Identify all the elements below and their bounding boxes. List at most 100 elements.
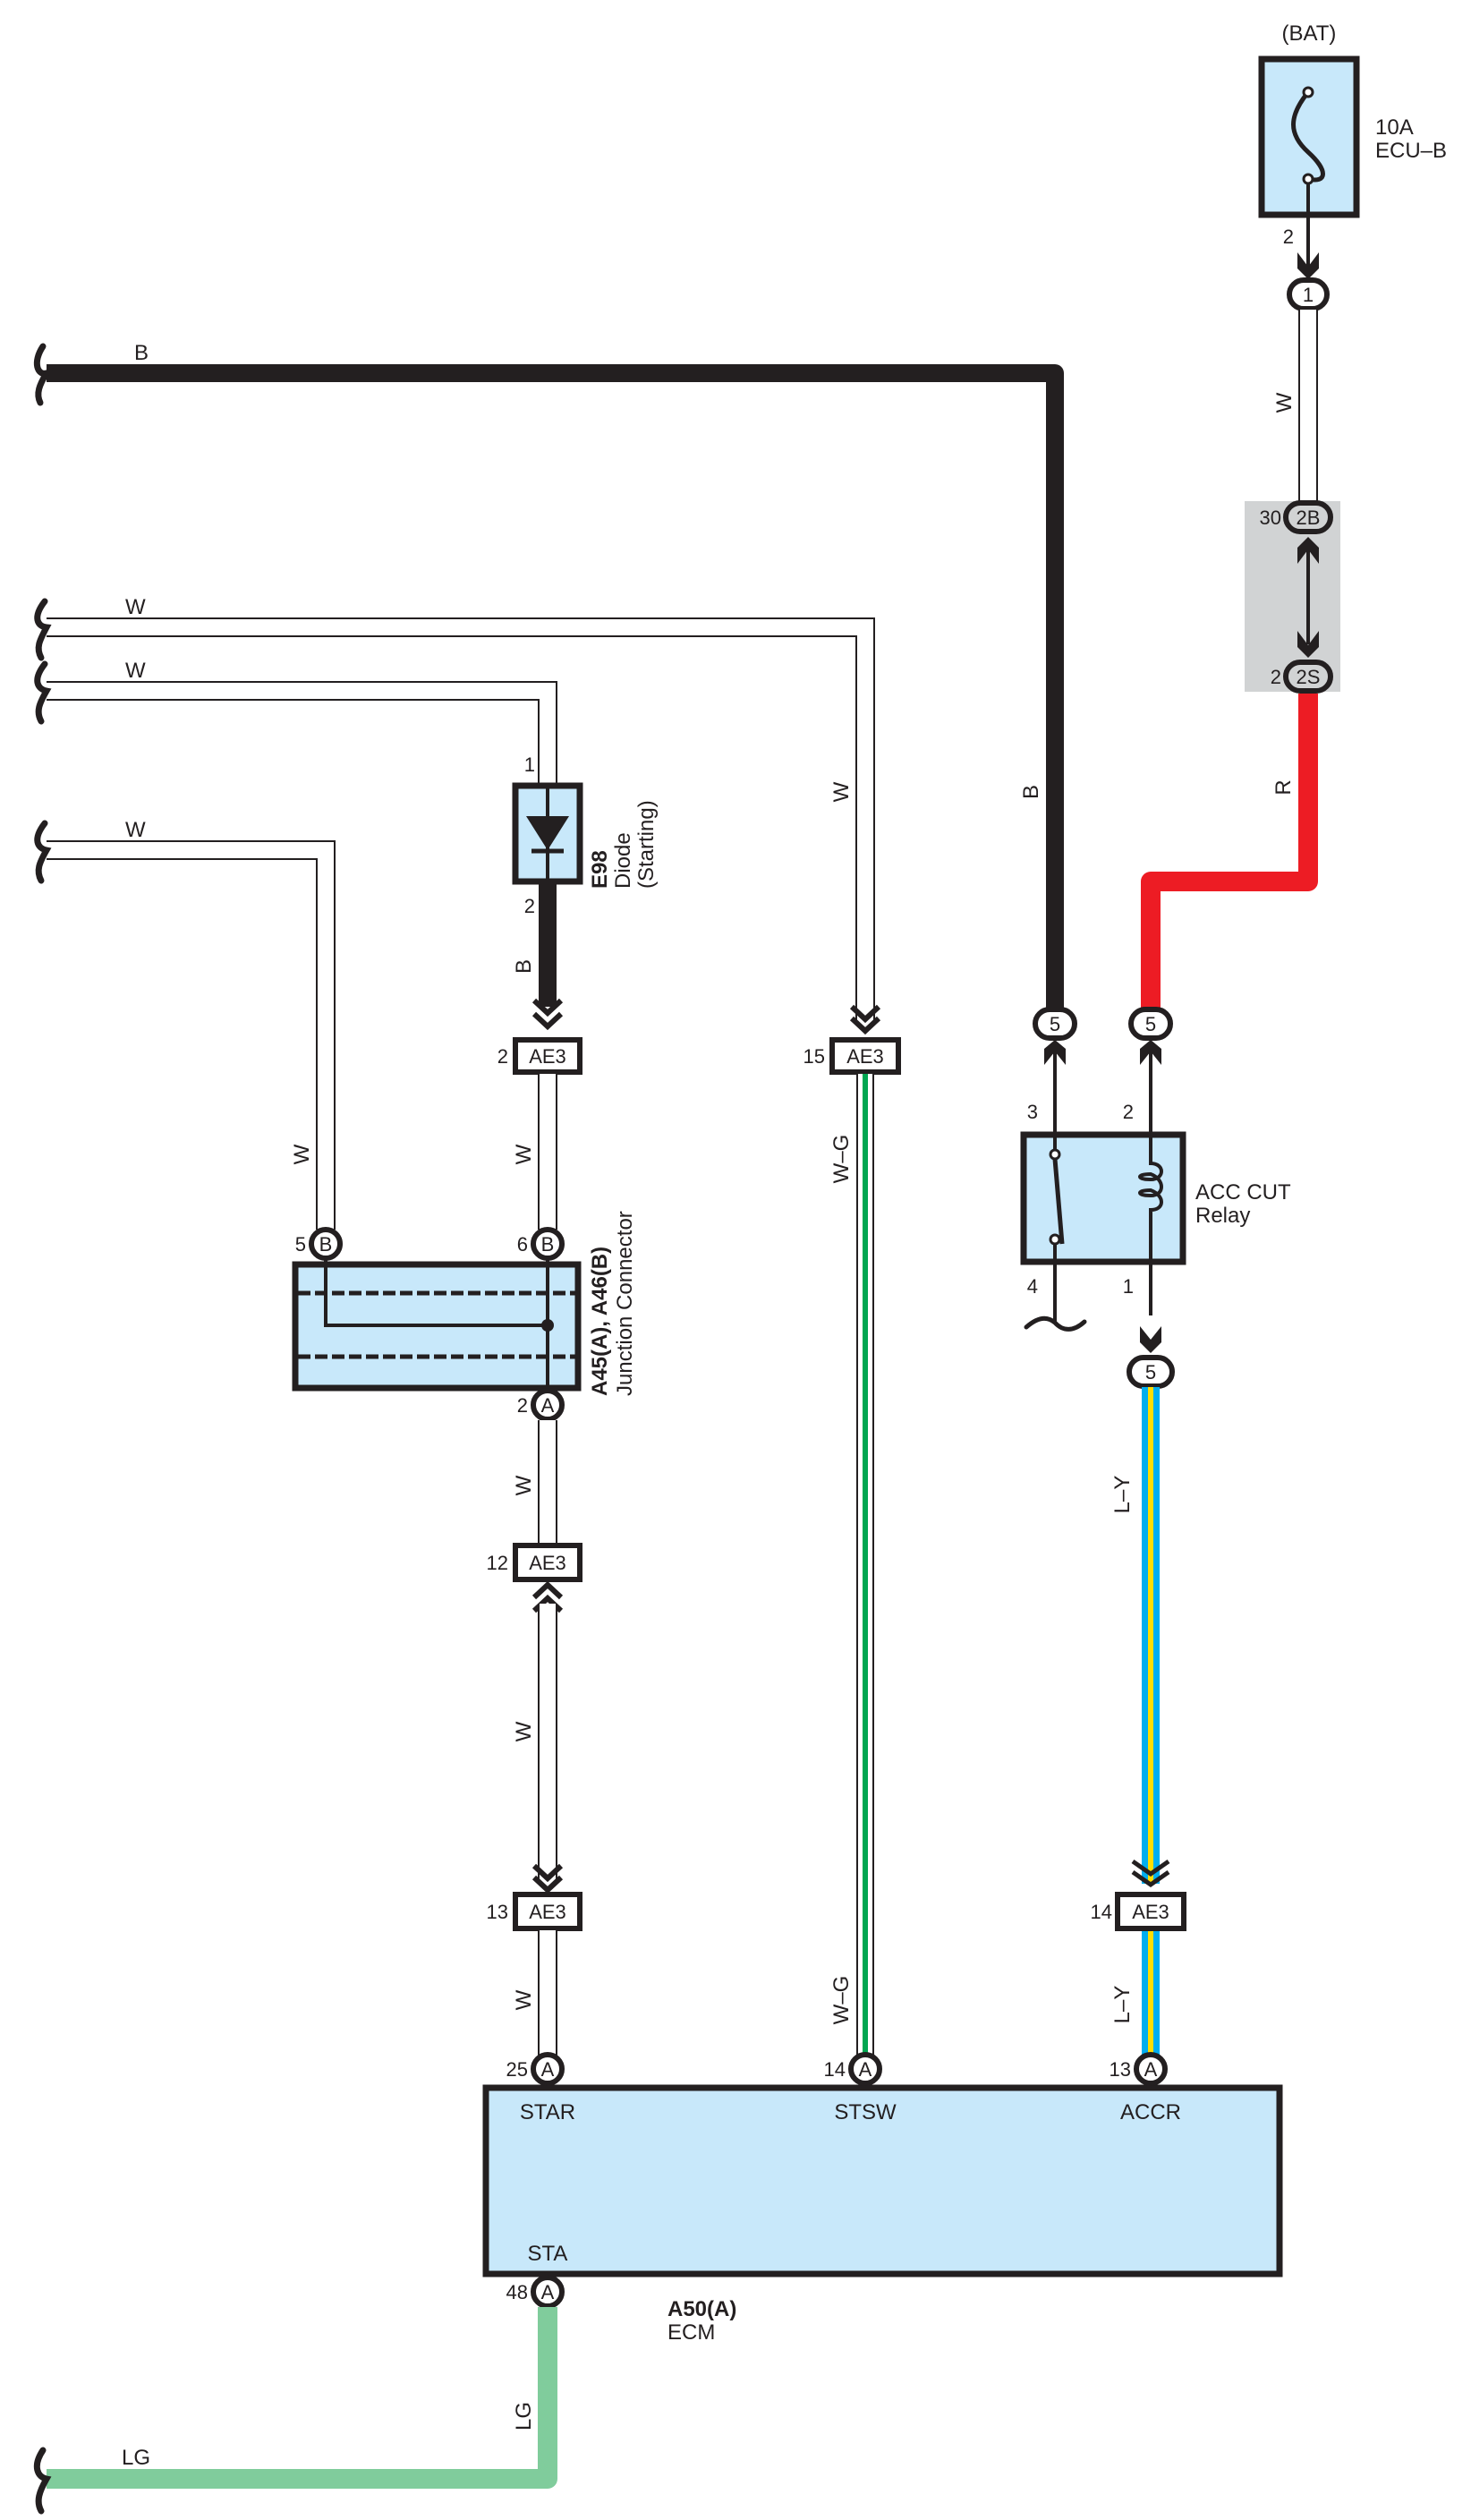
connector-2b[interactable] [1283,500,1333,534]
ae3-connector-13[interactable] [513,1892,582,1931]
relay-switch-icon [1052,1158,1065,1245]
relay-pin-1: 1 [1123,1275,1134,1298]
arrow-up-icon [1297,537,1319,564]
connector-1-label: 1 [1303,284,1314,306]
ground-wire-break-icon [1024,1315,1087,1332]
jc-pin-b5[interactable] [309,1227,343,1261]
jc-name: Junction Connector [613,1211,637,1396]
ecm-signal-stsw: STSW [834,2100,897,2124]
connector-relay-5-left-label: 5 [1050,1013,1060,1035]
ae3-connector-14[interactable] [1115,1892,1186,1931]
wire-label-w-g-lower: W–G [829,1976,854,2025]
ecm-pin-25[interactable] [531,2052,565,2086]
diode-id: E98 [588,850,612,889]
bat-source-label: (BAT) [1282,21,1337,46]
arrow-down-icon [1297,252,1319,279]
ae3-connector-14-label: AE3 [1132,1901,1169,1923]
diode-name: Diode [611,832,635,889]
diode-subtitle: (Starting) [634,800,659,889]
arrow-down-icon [1140,1326,1161,1353]
fuse-pin-label: 2 [1283,226,1294,248]
connector-relay-5-right-label: 5 [1145,1013,1156,1035]
relay-pin-3: 3 [1027,1101,1038,1123]
wire-label-l-y-lower: L–Y [1110,1986,1135,2024]
arrow-down-icon [1297,631,1319,658]
ecm-pin-13-conn: A [1144,2058,1158,2081]
wire-w-mid [47,681,557,784]
wire-break-icon [34,660,52,725]
wire-label-w-top: W [125,595,146,619]
junction-block [1245,501,1340,692]
ecm-pin-14-conn: A [859,2058,872,2081]
wire-label-w-jc-left: W [290,1144,314,1164]
wire-l-y [1142,1387,1160,2056]
wire-label-w-mid: W [125,659,146,683]
wire-red [1141,694,1318,1009]
connector-relay-5-bottom-label: 5 [1145,1361,1156,1383]
wire-w-g [856,1074,874,2056]
ecm-pin-14-num: 14 [824,2058,846,2081]
ecm-pin-48[interactable] [531,2275,565,2309]
jc-pin-b6-num: 6 [517,1233,528,1256]
ae3-connector-2[interactable] [513,1037,582,1075]
wire-label-w-star: W [512,1989,536,2010]
ae3-connector-13-pin: 13 [487,1901,508,1923]
connector-relay-5-right[interactable] [1128,1007,1173,1041]
relay-contact-icon [1049,1148,1061,1161]
chevron-down-icon [531,1863,564,1894]
chevron-down-icon [531,998,564,1031]
chevron-down-icon [849,1004,881,1035]
ae3-connector-15[interactable] [829,1037,901,1075]
ecm-pin-48-num: 48 [506,2281,528,2303]
connector-2s-pin: 2 [1271,666,1281,688]
ae3-connector-12-label: AE3 [529,1552,566,1574]
ecm-signal-accr: ACCR [1120,2100,1181,2124]
ae3-connector-15-pin: 15 [804,1045,825,1068]
wire-label-w-fuse: W [1272,392,1297,413]
relay-pin-4: 4 [1027,1275,1038,1298]
relay-contact-icon [1049,1233,1061,1246]
relay-coil-icon [1138,1135,1163,1262]
wire-break-icon [34,598,52,661]
jc-pin-a2[interactable] [531,1388,565,1422]
ecm-box[interactable] [482,2084,1283,2277]
ecm-signal-star: STAR [520,2100,575,2124]
wire-label-w-g-upper: W–G [829,1135,854,1184]
wire-lg [47,2307,557,2489]
wire-black-top [47,364,1064,1009]
diode-pin-1: 1 [524,753,535,776]
arrow-up-icon [1044,1040,1066,1065]
connector-2s-label: 2S [1297,666,1321,688]
wire-break-icon [33,2447,52,2515]
wire-label-lg-vertical: LG [512,2402,536,2431]
ecm-pin-13[interactable] [1134,2052,1168,2086]
ecm-pin-14[interactable] [848,2052,882,2086]
ae3-connector-2-pin: 2 [497,1045,508,1068]
connector-2b-pin: 30 [1260,507,1281,529]
ecm-pin-25-num: 25 [506,2058,528,2081]
connector-relay-5-bottom[interactable] [1127,1355,1175,1389]
jc-id: A45(A), A46(B) [588,1247,612,1396]
wire-label-w-jc-upper: W [512,1144,536,1164]
connector-2s[interactable] [1283,660,1333,694]
wire-label-w-jc-lower: W [512,1475,536,1495]
ecm-name: ECM [667,2320,715,2345]
connector-1[interactable] [1287,277,1330,311]
chevron-down-icon [1131,1859,1170,1888]
wire-label-lg-horizontal: LG [122,2446,150,2470]
wire-label-w-stsw-upper: W [829,781,854,802]
ae3-connector-12-pin: 12 [487,1552,508,1574]
fuse-terminal-top [1302,86,1314,98]
ae3-connector-12[interactable] [513,1543,582,1582]
junction-dot-icon [541,1319,554,1332]
wire-break-icon [33,343,54,406]
jc-pin-b6[interactable] [531,1227,565,1261]
junction-internal-wire [324,1257,548,1327]
connector-relay-5-left[interactable] [1033,1007,1077,1041]
wire-w-low [47,840,336,1230]
ecm-signal-sta: STA [528,2242,568,2266]
ecm-id: A50(A) [667,2297,736,2321]
jc-pin-a2-num: 2 [517,1394,528,1417]
ecm-pin-48-conn: A [541,2281,555,2303]
